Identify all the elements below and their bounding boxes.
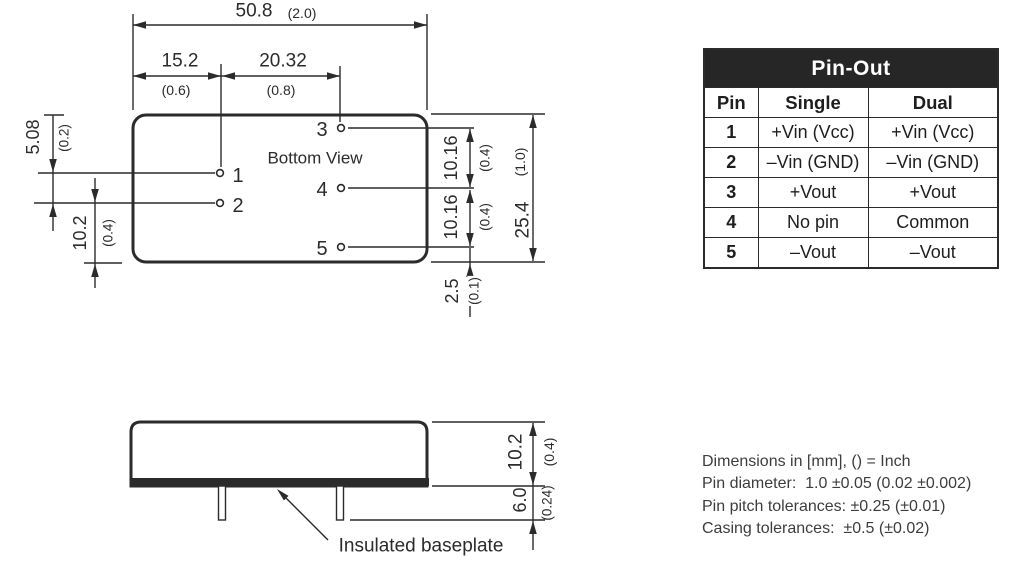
pinout-cell-pin: 2 xyxy=(703,147,759,178)
dim-pin-length-inch: (0.24) xyxy=(539,485,555,521)
baseplate-callout-label: Insulated baseplate xyxy=(338,535,504,557)
dim-overall-depth-inch: (1.0) xyxy=(512,147,528,177)
pinout-cell-dual: +Vout xyxy=(867,177,999,208)
pinout-cell-single: +Vout xyxy=(757,177,869,208)
side-view-pins xyxy=(217,485,345,521)
side-view-arrowheads xyxy=(529,423,537,534)
insulated-baseplate xyxy=(130,478,429,486)
side-view-dimension-lines xyxy=(432,421,545,550)
bottom-view-label: Bottom View xyxy=(267,148,363,168)
dim-pin2-to-edge-inch: (0.4) xyxy=(100,219,116,247)
dim-overall-width-inch: (2.0) xyxy=(287,5,317,21)
pinout-row-4: 4 No pin Common xyxy=(703,207,999,238)
pinout-title: Pin-Out xyxy=(703,48,999,88)
pinout-cell-single: –Vin (GND) xyxy=(757,147,869,178)
pinout-cell-dual: Common xyxy=(867,207,999,238)
bottom-view-arrowheads xyxy=(49,21,537,277)
pinout-row-2: 2 –Vin (GND) –Vin (GND) xyxy=(703,147,999,178)
note-units: Dimensions in [mm], () = Inch xyxy=(702,453,911,470)
dim-pin1-offset-inch: (0.6) xyxy=(161,82,191,98)
pinout-header-dual: Dual xyxy=(867,87,999,118)
pinout-cell-single: –Vout xyxy=(757,237,869,269)
pinout-cell-dual: +Vin (Vcc) xyxy=(867,117,999,148)
dim-pin1-offset-mm: 15.2 xyxy=(161,50,199,72)
dim-case-height-mm: 10.2 xyxy=(505,433,527,471)
bottom-view-extension-lines xyxy=(44,14,545,521)
pinout-table: Pin-Out Pin Single Dual 1 +Vin (Vcc) +Vi… xyxy=(703,48,999,269)
pinout-title-row: Pin-Out xyxy=(703,48,999,88)
dim-overall-width-mm: 50.8 xyxy=(235,0,273,22)
pin-label-3: 3 xyxy=(316,119,328,141)
pinout-cell-single: +Vin (Vcc) xyxy=(757,117,869,148)
note-pin-diameter: Pin diameter: 1.0 ±0.05 (0.02 ±0.002) xyxy=(702,475,972,493)
dim-pin1-pin2-pitch-mm: 5.08 xyxy=(23,119,43,155)
pin-label-1: 1 xyxy=(232,165,244,187)
pin-label-2: 2 xyxy=(232,195,244,217)
pinout-header-single: Single xyxy=(757,87,869,118)
pinout-cell-pin: 5 xyxy=(703,237,759,269)
pinout-header-pin: Pin xyxy=(703,87,759,118)
pinout-header-row: Pin Single Dual xyxy=(703,87,999,118)
note-pin-pitch-tol: Pin pitch tolerances: ±0.25 (±0.01) xyxy=(702,497,946,515)
dim-pin5-to-edge-inch: (0.1) xyxy=(466,276,482,306)
pin-pads xyxy=(215,123,346,252)
side-view-case-outline xyxy=(129,420,429,488)
pinout-cell-pin: 1 xyxy=(703,117,759,148)
pinout-cell-pin: 4 xyxy=(703,207,759,238)
pin-label-4: 4 xyxy=(316,179,328,201)
dim-pin1-pin2-pitch-inch: (0.2) xyxy=(56,124,72,152)
dim-pin3-pin4-pitch-mm: 10.16 xyxy=(441,135,461,181)
dim-pin4-pin5-pitch-inch: (0.4) xyxy=(477,203,493,231)
dim-pin-length-mm: 6.0 xyxy=(510,487,530,513)
baseplate-leader-arrow xyxy=(277,489,329,541)
pin-leader-lines xyxy=(34,127,474,248)
pinout-row-3: 3 +Vout +Vout xyxy=(703,177,999,208)
dim-case-height-inch: (0.4) xyxy=(541,437,557,467)
dim-pin-column-pitch-mm: 20.32 xyxy=(259,50,307,72)
pinout-row-1: 1 +Vin (Vcc) +Vin (Vcc) xyxy=(703,117,999,148)
tolerance-notes: Dimensions in [mm], () = Inch Pin diamet… xyxy=(702,451,971,541)
note-casing-tol: Casing tolerances: ±0.5 (±0.02) xyxy=(702,520,930,538)
dim-pin2-to-edge-mm: 10.2 xyxy=(70,215,90,251)
pinout-cell-pin: 3 xyxy=(703,177,759,208)
pin-label-5: 5 xyxy=(316,238,328,260)
dim-pin-column-pitch-inch: (0.8) xyxy=(266,82,296,98)
dim-overall-depth-mm: 25.4 xyxy=(512,201,534,239)
pinout-cell-dual: –Vin (GND) xyxy=(867,147,999,178)
dim-pin3-pin4-pitch-inch: (0.4) xyxy=(477,144,493,172)
pinout-cell-dual: –Vout xyxy=(867,237,999,269)
dim-pin4-pin5-pitch-mm: 10.16 xyxy=(441,194,461,240)
pinout-row-5: 5 –Vout –Vout xyxy=(703,237,999,269)
dim-pin5-to-edge-mm: 2.5 xyxy=(442,278,462,304)
pinout-cell-single: No pin xyxy=(757,207,869,238)
